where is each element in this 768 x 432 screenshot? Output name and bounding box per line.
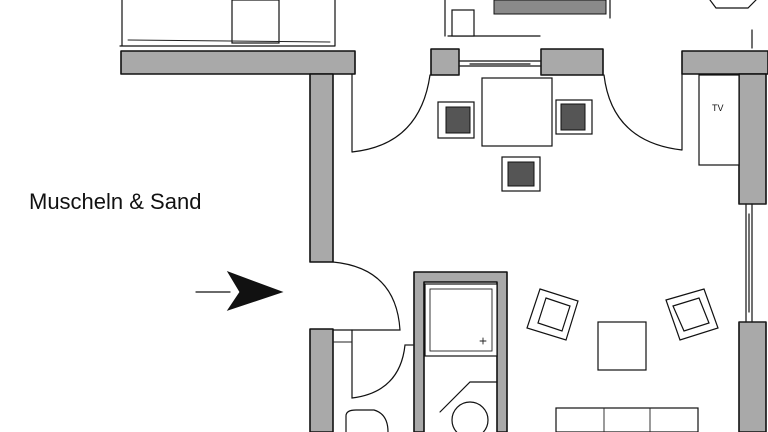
- wall-top-right: [681, 50, 768, 75]
- entrance-door: [332, 261, 401, 331]
- dining-set: [437, 77, 593, 192]
- toilet: [345, 409, 389, 432]
- bathroom-door: [351, 329, 415, 399]
- walls: [120, 48, 768, 432]
- sofa: [555, 407, 699, 432]
- wall-left-lower: [309, 328, 334, 432]
- wall-left-upper: [309, 73, 334, 263]
- coffee-table: [597, 321, 647, 371]
- wall-right-lower: [738, 321, 767, 432]
- dining-table: [481, 77, 553, 147]
- wall-top-left: [120, 50, 356, 75]
- windows: [458, 49, 767, 323]
- upper-center-shelf: [451, 9, 475, 37]
- lounge-area: [526, 288, 719, 432]
- dining-chair: [555, 99, 593, 135]
- bathroom: [345, 283, 498, 432]
- upper-left-room: [119, 0, 336, 47]
- bathroom-wall: [413, 271, 508, 432]
- tv-cabinet: [698, 74, 740, 166]
- upper-left-furniture: [231, 0, 280, 44]
- apartment-name: Muscheln & Sand: [29, 189, 202, 214]
- upper-bed-edge: [493, 0, 607, 15]
- dining-chair: [437, 101, 475, 139]
- shower-tray: [424, 283, 498, 357]
- washbasin: [451, 401, 489, 432]
- armchair: [665, 288, 719, 341]
- armchair: [526, 288, 579, 341]
- wall-top-center-right: [540, 48, 604, 76]
- washbasin-counter: [439, 381, 498, 413]
- wall-top-center-left: [430, 48, 460, 76]
- wall-right-upper: [738, 73, 767, 205]
- upper-right-room: [709, 0, 757, 49]
- dining-chair: [501, 156, 541, 192]
- doors: [332, 73, 683, 399]
- door-upper-left: [351, 73, 431, 153]
- door-upper-right: [603, 73, 683, 151]
- window-right: [745, 203, 753, 323]
- tv-label: TV: [712, 103, 724, 113]
- upper-center-room: [444, 0, 611, 37]
- window-top: [458, 60, 542, 67]
- entrance-arrow: [195, 271, 284, 311]
